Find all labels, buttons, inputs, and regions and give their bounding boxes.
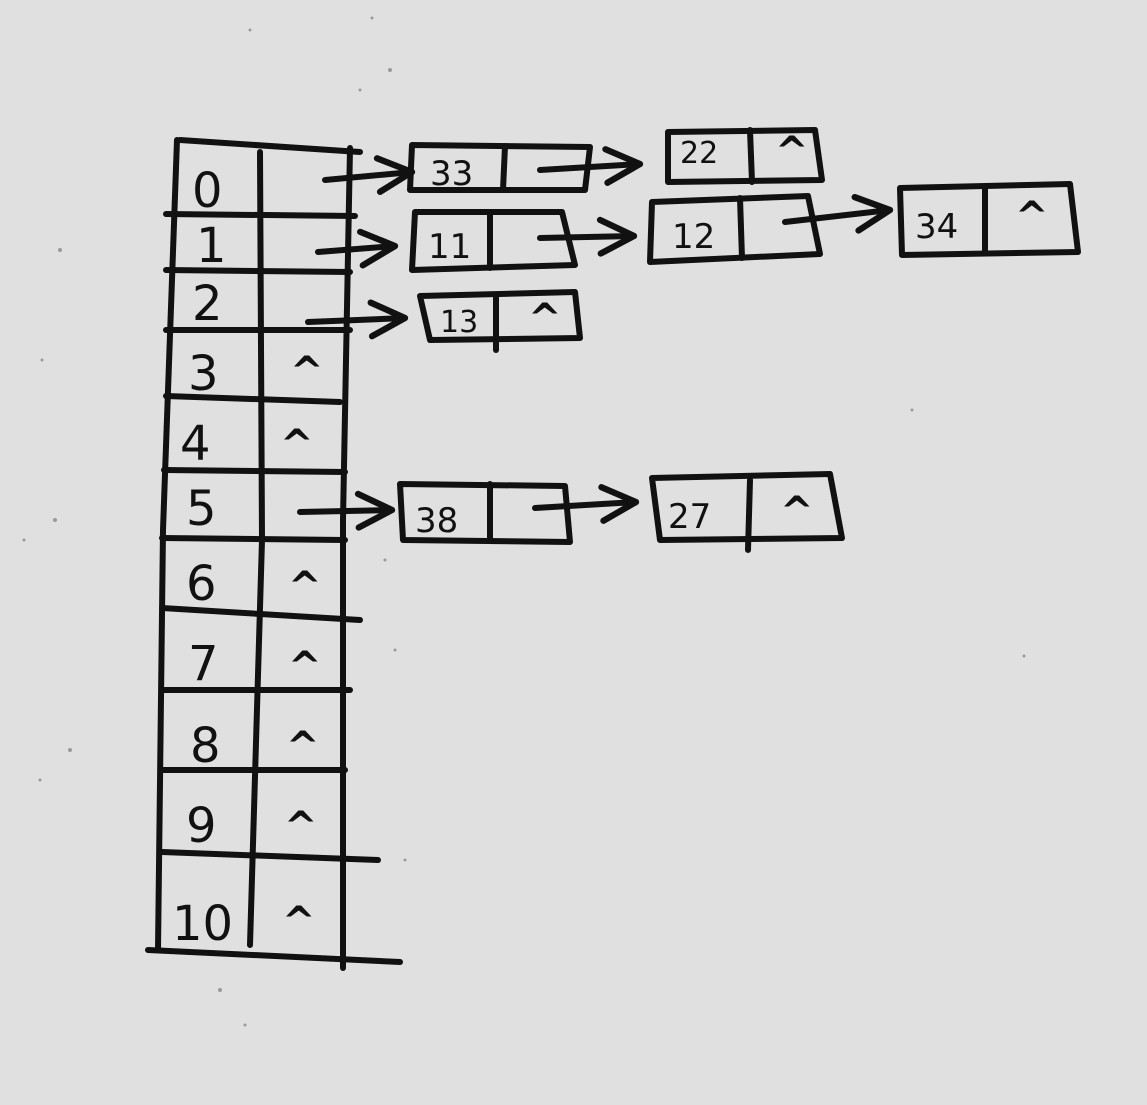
null-pointer-marker: ^ (280, 422, 314, 468)
node-divider (747, 127, 755, 185)
bucket-5-arrow (297, 490, 396, 531)
bucket-index: 1 (196, 218, 227, 274)
row-line (163, 211, 358, 219)
chain-bucket-2: 13 ^ (417, 289, 583, 353)
node-divider (500, 143, 508, 193)
bucket-index: 8 (190, 718, 221, 774)
node-box (649, 471, 845, 543)
node-box (897, 181, 1081, 258)
row-line (163, 393, 343, 405)
node-box (397, 481, 573, 545)
null-pointer-marker: ^ (528, 296, 562, 342)
null-pointer-marker: ^ (282, 899, 316, 945)
node-next-arrow (532, 484, 640, 524)
bucket-0-arrow (322, 155, 416, 195)
bucket-null-markers: ^ ^ ^ ^ ^ ^ ^ (280, 349, 324, 945)
bucket-index: 6 (186, 556, 217, 612)
row-line (159, 535, 348, 543)
node-key: 11 (428, 227, 471, 267)
chain-bucket-0: 33 22 ^ (407, 127, 825, 194)
node-key: 34 (915, 207, 958, 247)
null-pointer-marker: ^ (780, 489, 814, 535)
chain-bucket-1: 11 12 34 ^ (409, 181, 1081, 273)
hash-table-grid (145, 137, 403, 971)
node-next-arrow (537, 216, 638, 257)
table-bottom-border (145, 947, 403, 965)
bucket-index: 7 (188, 636, 219, 692)
bucket-2-arrow (305, 299, 409, 340)
node-box (407, 142, 593, 193)
bucket-index: 2 (192, 276, 223, 332)
bucket-index: 10 (172, 896, 233, 952)
list-node: 33 (407, 142, 644, 194)
node-key: 22 (680, 136, 718, 171)
list-node: 22 ^ (665, 127, 825, 185)
list-node: 13 ^ (417, 289, 583, 353)
node-next-arrow (537, 146, 644, 186)
bucket-index: 5 (186, 481, 217, 537)
null-pointer-marker: ^ (775, 129, 809, 175)
null-pointer-marker: ^ (1015, 194, 1049, 240)
row-line (159, 849, 381, 863)
node-key: 13 (440, 305, 478, 340)
node-key: 12 (672, 217, 715, 257)
null-pointer-marker: ^ (290, 349, 324, 395)
bucket-index: 4 (180, 416, 211, 472)
paper-noise (22, 16, 1026, 1027)
null-pointer-marker: ^ (286, 724, 320, 770)
null-pointer-marker: ^ (288, 644, 322, 690)
bucket-1-arrow (315, 228, 399, 269)
bucket-index: 9 (186, 798, 217, 854)
null-pointer-marker: ^ (288, 564, 322, 610)
chain-bucket-5: 38 27 ^ (397, 471, 845, 553)
node-box (417, 289, 583, 343)
table-top-border (177, 137, 363, 155)
node-key: 27 (668, 497, 711, 537)
node-box (665, 127, 825, 185)
node-box (409, 209, 578, 273)
node-divider (737, 195, 745, 261)
bucket-index: 0 (192, 163, 223, 219)
node-divider (745, 477, 753, 553)
row-line (161, 467, 348, 475)
table-left-border (155, 137, 180, 953)
null-pointer-marker: ^ (284, 804, 318, 850)
row-line (159, 605, 363, 623)
list-node: 12 (647, 193, 894, 265)
node-key: 33 (430, 154, 473, 194)
node-box (647, 193, 823, 265)
list-node: 11 (409, 209, 638, 273)
bucket-index-labels: 0 1 2 3 4 5 6 7 8 9 10 (172, 163, 233, 952)
node-key: 38 (415, 501, 458, 541)
bucket-index: 3 (188, 346, 219, 402)
bucket-pointer-arrows (297, 155, 416, 531)
list-node: 38 (397, 481, 640, 545)
node-next-arrow (782, 193, 894, 234)
list-node: 34 ^ (897, 181, 1081, 258)
list-node: 27 ^ (649, 471, 845, 553)
row-line (163, 267, 353, 275)
